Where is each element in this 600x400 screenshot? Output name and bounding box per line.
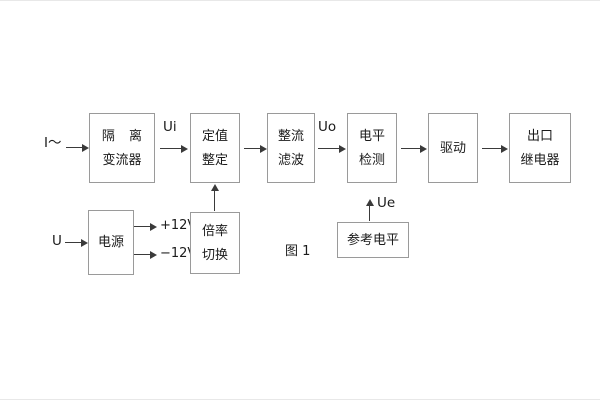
block-multiplier-switch-line-2: 切换 — [201, 247, 228, 263]
block-reference-level[interactable]: 参考电平 — [337, 222, 409, 258]
top-edge-line — [0, 0, 600, 1]
connector-voltage-to-power-supply — [65, 242, 82, 243]
signal-label-ui: Ui — [163, 119, 177, 135]
connector-setting-to-rectifier — [244, 148, 262, 149]
rail-negative-label: −12V — [160, 246, 197, 261]
block-driver-line-1: 驱动 — [439, 140, 466, 156]
arrowhead-current-to-isolation — [82, 143, 89, 152]
connector-isolation-to-setting — [160, 148, 182, 149]
block-output-relay[interactable]: 出口 继电器 — [509, 113, 571, 183]
connector-current-to-isolation — [66, 147, 83, 148]
block-output-relay-line-2: 继电器 — [520, 152, 560, 168]
block-power-supply-line-1: 电源 — [97, 235, 124, 250]
block-multiplier-switch[interactable]: 倍率 切换 — [190, 212, 240, 274]
block-output-relay-line-1: 出口 — [526, 128, 553, 144]
block-driver[interactable]: 驱动 — [428, 113, 478, 183]
connector-rail-positive — [134, 226, 151, 227]
current-input-label: I～ — [44, 135, 62, 151]
arrowhead-driver-to-output-relay — [501, 144, 508, 153]
block-isolation-transformer[interactable]: 隔 离 变流器 — [89, 113, 155, 183]
signal-label-ue: Ue — [377, 195, 396, 211]
block-setting-value-line-2: 整定 — [201, 152, 228, 168]
block-multiplier-switch-line-1: 倍率 — [201, 223, 228, 239]
block-level-detection-line-2: 检测 — [358, 152, 385, 168]
rail-positive-label: +12V — [160, 218, 197, 233]
connector-reference-to-level-detect — [369, 203, 370, 221]
connector-multiplier-to-setting — [214, 188, 215, 211]
connector-level-detect-to-driver — [401, 148, 421, 149]
signal-label-uo: Uo — [318, 119, 337, 135]
voltage-input-label: U — [52, 233, 62, 249]
block-isolation-transformer-line-2: 变流器 — [102, 152, 142, 168]
block-setting-value[interactable]: 定值 整定 — [190, 113, 240, 183]
block-level-detection[interactable]: 电平 检测 — [347, 113, 397, 183]
block-power-supply[interactable]: 电源 — [88, 210, 134, 275]
block-rectifier-filter-line-2: 滤波 — [277, 152, 304, 168]
connector-rectifier-to-level-detect — [318, 148, 340, 149]
block-rectifier-filter[interactable]: 整流 滤波 — [267, 113, 315, 183]
arrowhead-multiplier-to-setting — [210, 184, 219, 191]
block-setting-value-line-1: 定值 — [201, 128, 228, 144]
block-reference-level-line-1: 参考电平 — [346, 232, 399, 248]
block-level-detection-line-1: 电平 — [358, 128, 385, 144]
block-rectifier-filter-line-1: 整流 — [277, 128, 304, 144]
block-isolation-transformer-line-1: 隔 离 — [101, 128, 148, 144]
connector-rail-negative — [134, 254, 151, 255]
arrowhead-rectifier-to-level-detect — [339, 144, 346, 153]
arrowhead-isolation-to-setting — [181, 144, 188, 153]
figure-caption: 图 1 — [285, 244, 311, 259]
arrowhead-reference-to-level-detect — [365, 199, 374, 206]
arrowhead-setting-to-rectifier — [260, 144, 267, 153]
arrowhead-voltage-to-power-supply — [81, 238, 88, 247]
arrowhead-level-detect-to-driver — [420, 144, 427, 153]
arrowhead-rail-positive — [150, 222, 157, 231]
connector-driver-to-output-relay — [482, 148, 502, 149]
arrowhead-rail-negative — [150, 250, 157, 259]
